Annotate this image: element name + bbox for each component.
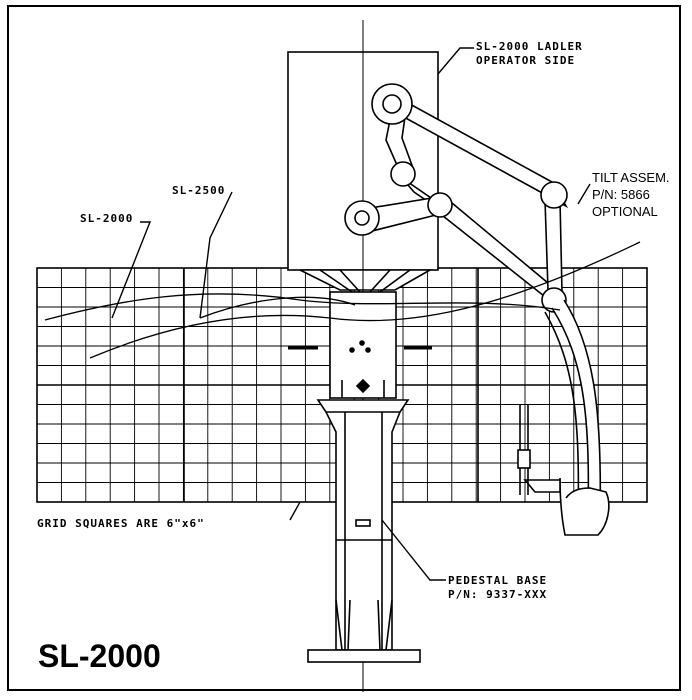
model-title: SL-2000 bbox=[38, 638, 161, 674]
pedestal-label-line2: P/N: 9337-XXX bbox=[448, 588, 547, 601]
pedestal bbox=[288, 291, 432, 663]
ladle-arm bbox=[344, 83, 610, 536]
leaders bbox=[111, 47, 591, 581]
tilt-label-line2: P/N: 5866 bbox=[592, 187, 650, 202]
ladler-label-line1: SL-2000 LADLER bbox=[476, 40, 583, 53]
sl2000-callout: SL-2000 bbox=[80, 212, 133, 225]
ladler-label-line2: OPERATOR SIDE bbox=[476, 54, 575, 67]
grid-note: GRID SQUARES ARE 6"x6" bbox=[37, 517, 205, 530]
sl2500-label: SL-2500 bbox=[172, 184, 225, 197]
tilt-label-line3: OPTIONAL bbox=[592, 204, 658, 219]
tilt-label-line1: TILT ASSEM. bbox=[592, 170, 670, 185]
pedestal-label-line1: PEDESTAL BASE bbox=[448, 574, 547, 587]
